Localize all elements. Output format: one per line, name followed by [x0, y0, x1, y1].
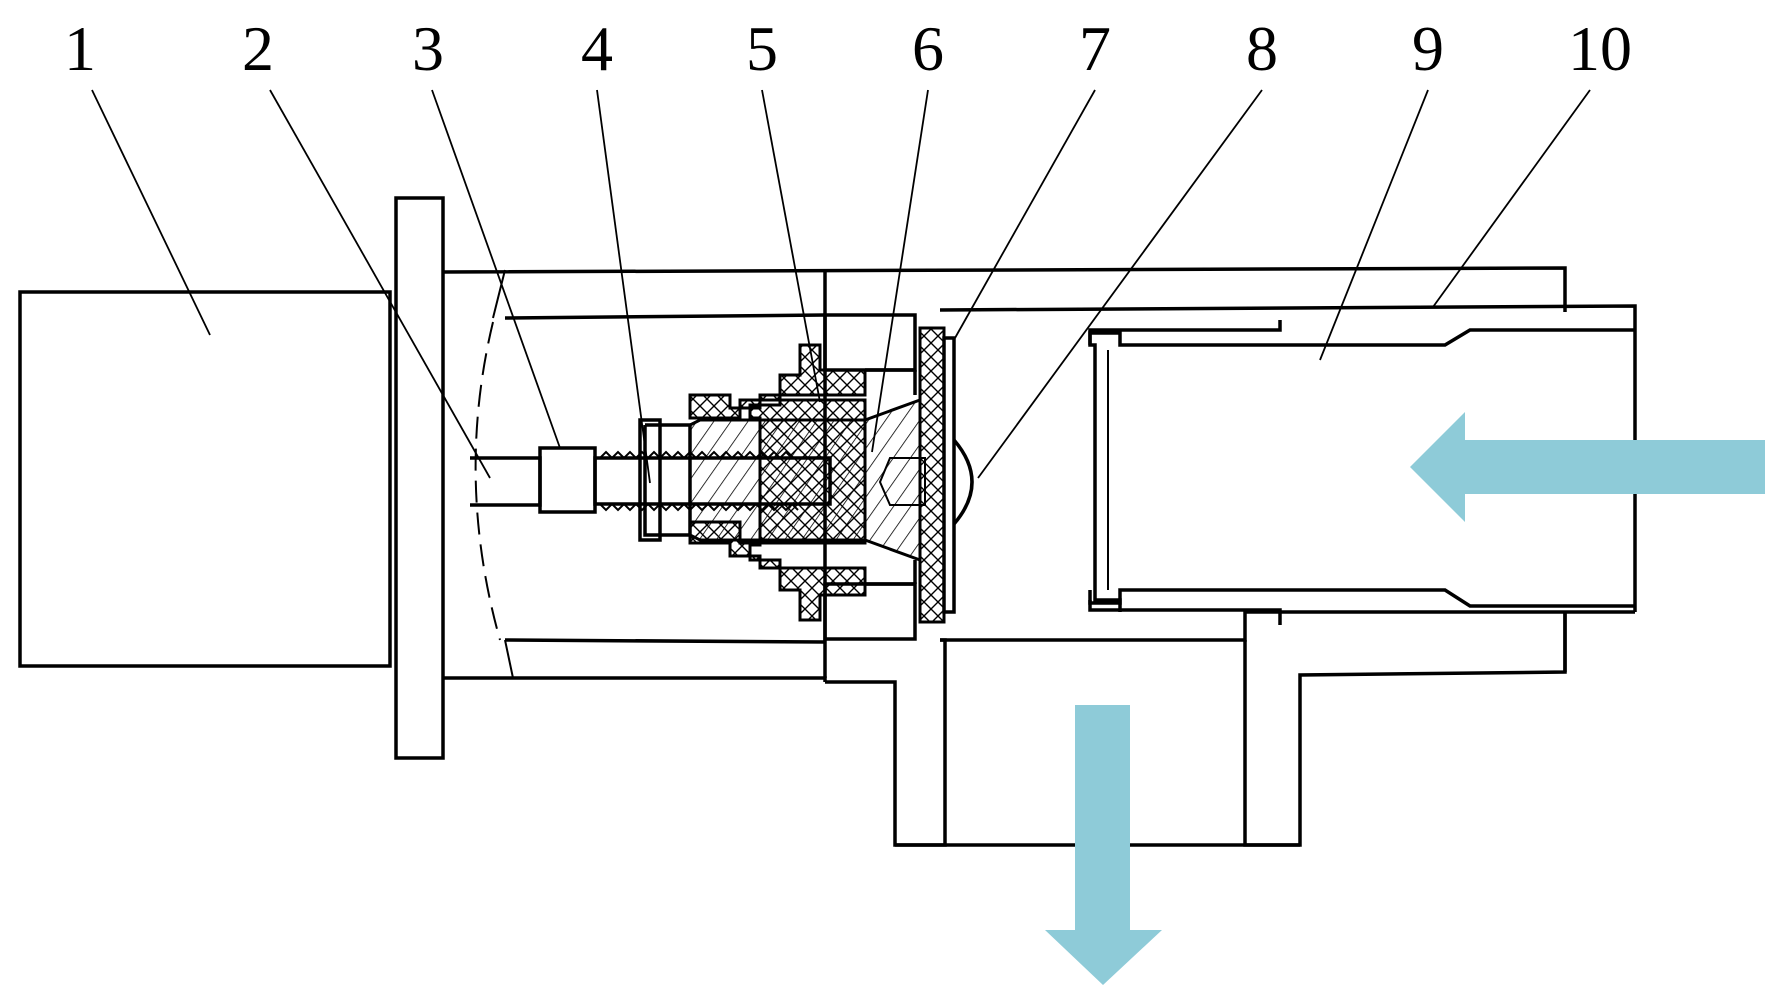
leader-lines: [91, 89, 1591, 484]
mounting-flange: [394, 196, 445, 760]
callout-8: 8: [1246, 13, 1278, 84]
adaptor-housing: [442, 266, 1567, 682]
motor-body: [18, 290, 392, 668]
sealing-dome: [952, 438, 974, 526]
valve-body: [825, 304, 1637, 847]
inlet-sleeve: [1088, 320, 1635, 625]
callout-10: 10: [1568, 13, 1632, 84]
callout-5: 5: [746, 13, 778, 84]
callout-3: 3: [412, 13, 444, 84]
callout-9: 9: [1412, 13, 1444, 84]
inlet-flow-arrow: [1410, 412, 1765, 522]
guide-blocks: [823, 313, 917, 641]
coupling-nut: [538, 446, 597, 514]
callout-labels: 1 2 3 4 5 6 7 8 9 10: [64, 13, 1632, 84]
outlet-flow-arrow: [1045, 705, 1162, 985]
callout-2: 2: [242, 13, 274, 84]
valve-spool: [638, 397, 926, 563]
callout-1: 1: [64, 13, 96, 84]
valve-disc: [918, 326, 956, 624]
callout-6: 6: [912, 13, 944, 84]
callout-7: 7: [1079, 13, 1111, 84]
output-shaft: [470, 456, 542, 507]
callout-4: 4: [581, 13, 613, 84]
